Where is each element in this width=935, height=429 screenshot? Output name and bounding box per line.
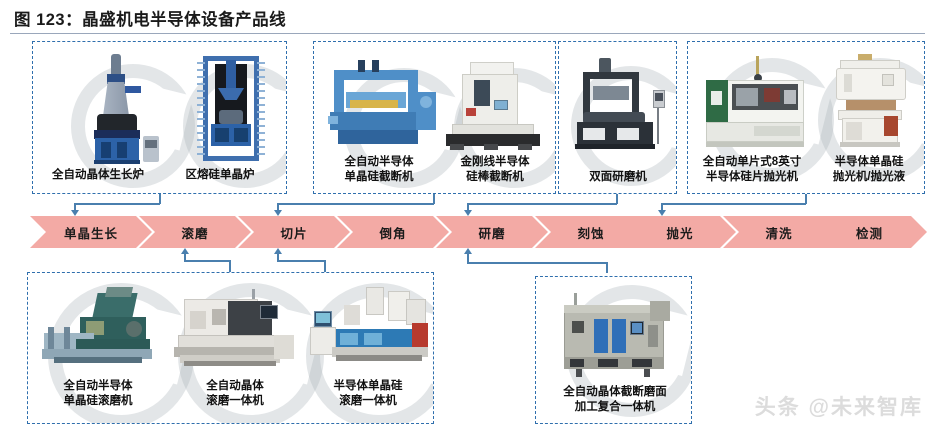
flow-stage-slicing[interactable]: 切片 [238, 216, 350, 248]
connector-arrow-up [181, 248, 189, 254]
flow-stage-label: 倒角 [379, 226, 407, 241]
connector-arrow-up [464, 248, 472, 254]
flow-stage-single-crystal-growth[interactable]: 单晶生长 [30, 216, 152, 248]
caption-crystal-grinder-integrated: 全自动晶体 滚磨一体机 [206, 380, 264, 408]
machine-image-auto-cutter [328, 56, 438, 156]
connector-line [277, 203, 279, 212]
caption-compound-cut-grind: 全自动晶体截断磨面 加工复合一体机 [563, 386, 667, 414]
connector-line [159, 194, 161, 204]
flow-stage-polishing[interactable]: 抛光 [624, 216, 736, 248]
connector-arrow-down [71, 210, 79, 216]
caption-crystal-growth-furnace: 全自动晶体生长炉 [52, 169, 144, 181]
connector-line [467, 203, 617, 205]
crystal-growth-panel: 全自动晶体生长炉 区熔硅单晶炉 [32, 41, 287, 194]
connector-arrow-down [658, 210, 666, 216]
compound-machine-panel: 全自动晶体截断磨面 加工复合一体机 [535, 276, 692, 424]
flow-stage-label: 单晶生长 [63, 226, 118, 241]
polishing-panel: 全自动单片式8英寸 半导体硅片抛光机 半导体单晶硅 抛光机/抛光液 [687, 41, 925, 194]
machine-image-compound-cut-grind [554, 291, 678, 383]
connector-line [277, 260, 325, 262]
machine-image-crystal-grinder-integrated [174, 289, 296, 375]
connector-line [74, 203, 160, 205]
source-watermark: 头条 @未来智库 [754, 396, 923, 419]
slicing-panel: 全自动半导体 单晶硅截断机 金刚线半导体 硅棒截断机 [313, 41, 556, 194]
flow-stage-lapping[interactable]: 研磨 [436, 216, 548, 248]
connector-line [74, 203, 76, 212]
connector-line [184, 254, 186, 261]
machine-image-silicon-grinder-integrated [308, 285, 430, 377]
connector-line [606, 262, 608, 273]
connector-line [277, 203, 434, 205]
flow-stage-label: 检测 [855, 226, 883, 241]
connector-line [805, 194, 807, 204]
flow-stage-label: 滚磨 [181, 226, 209, 241]
machine-image-fz-furnace [185, 52, 277, 164]
connector-line [661, 203, 806, 205]
title-divider [10, 33, 925, 34]
caption-diamond-wire-cutter: 金刚线半导体 硅棒截断机 [460, 156, 530, 184]
connector-line [433, 194, 435, 204]
machine-image-crystal-puller [73, 52, 163, 164]
lapping-panel: 双面研磨机 [558, 41, 677, 194]
machine-image-semiconductor-grinder [40, 287, 164, 375]
flow-stage-etching[interactable]: 刻蚀 [535, 216, 647, 248]
machine-image-single-wafer-polisher [698, 56, 814, 152]
connector-line [277, 254, 279, 261]
connector-arrow-down [274, 210, 282, 216]
caption-double-side-lapper: 双面研磨机 [589, 171, 647, 183]
flow-stage-label: 清洗 [765, 226, 793, 241]
caption-fz-furnace: 区熔硅单晶炉 [185, 169, 255, 181]
connector-arrow-up [274, 248, 282, 254]
connector-line [229, 260, 231, 272]
page-title: 图 123：晶盛机电半导体设备产品线 [14, 11, 287, 29]
connector-line [467, 203, 469, 212]
flow-stage-chamfering[interactable]: 倒角 [337, 216, 449, 248]
caption-semiconductor-grinder: 全自动半导体 单晶硅滚磨机 [63, 380, 133, 408]
flow-stage-cleaning[interactable]: 清洗 [723, 216, 835, 248]
flow-stage-label: 切片 [280, 226, 308, 241]
process-flow: 单晶生长 滚磨 切片 倒角 研磨 刻蚀 抛光 清洗 检测 [0, 216, 935, 248]
machine-image-double-side-lapper [569, 56, 669, 160]
machine-image-diamond-wire-cutter [444, 60, 544, 156]
figure-title-bar: 图 123：晶盛机电半导体设备产品线 [0, 0, 935, 36]
machine-image-silicon-polisher [822, 54, 916, 154]
flow-stage-inspection[interactable]: 检测 [812, 216, 927, 248]
connector-line [467, 262, 607, 264]
flow-stage-label: 抛光 [666, 226, 694, 241]
caption-silicon-polisher: 半导体单晶硅 抛光机/抛光液 [832, 156, 906, 184]
connector-line [324, 260, 326, 272]
connector-arrow-down [464, 210, 472, 216]
connector-line [467, 254, 469, 263]
connector-line [661, 203, 663, 212]
connector-line [616, 194, 618, 204]
flow-stage-grinding[interactable]: 滚磨 [139, 216, 251, 248]
caption-silicon-grinder-integrated: 半导体单晶硅 滚磨一体机 [333, 380, 403, 408]
connector-line [184, 260, 230, 262]
grinding-panel: 全自动半导体 单晶硅滚磨机 全自动晶体 滚磨一体机 半导体单晶硅 滚磨一体机 [27, 272, 434, 424]
caption-auto-cutter: 全自动半导体 单晶硅截断机 [344, 156, 414, 184]
caption-single-wafer-polisher: 全自动单片式8英寸 半导体硅片抛光机 [702, 156, 802, 184]
flow-stage-label: 刻蚀 [577, 226, 605, 241]
flow-stage-label: 研磨 [478, 226, 506, 241]
